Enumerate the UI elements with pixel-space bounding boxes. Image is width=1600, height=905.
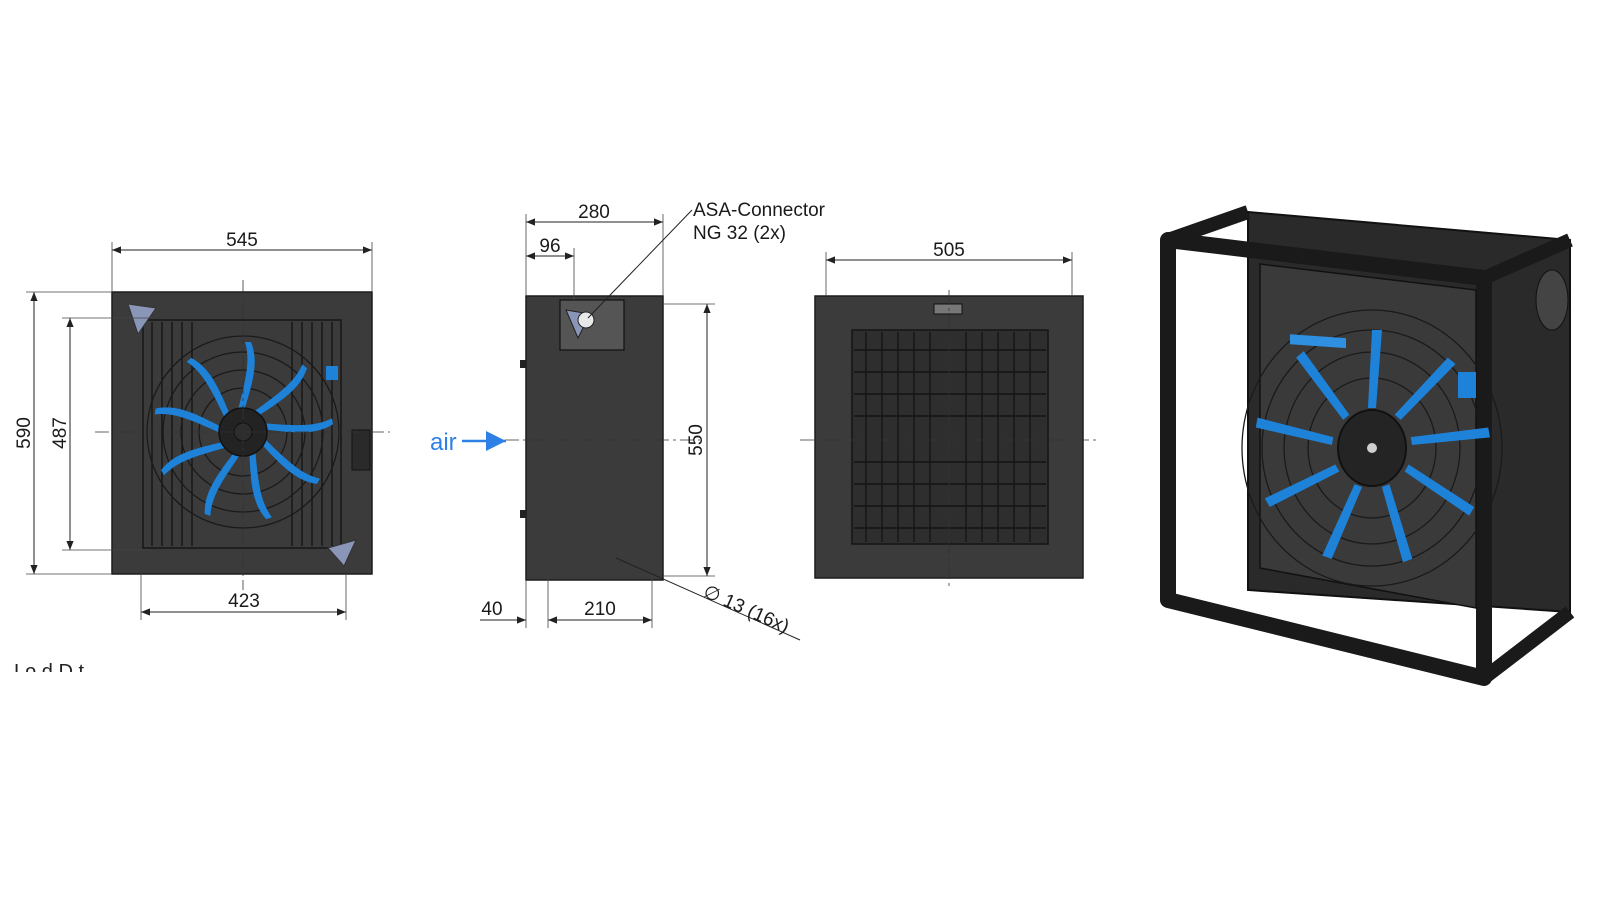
- hole-leader-line: [615, 557, 801, 641]
- dim-front-bottom-width: 423: [228, 591, 260, 612]
- connector-label-line1: ASA-Connector: [693, 200, 826, 221]
- front-corner-brackets: [127, 303, 371, 567]
- hole-diameter-label: ∅ 13 (16x): [700, 581, 792, 637]
- dim-front-height: 590: [14, 417, 35, 449]
- dim-side-bottom-spacing: 210: [584, 599, 616, 620]
- air-label: air: [430, 429, 457, 456]
- connector-label-line2: NG 32 (2x): [693, 223, 786, 244]
- dim-front-width: 545: [226, 230, 258, 251]
- connector-leader-line: [587, 209, 693, 319]
- front-view: 545 590 487 423: [14, 230, 390, 620]
- back-radiator-grid: [851, 329, 1049, 545]
- dim-side-offset: 96: [539, 236, 560, 257]
- dim-front-inner-height: 487: [50, 417, 71, 449]
- back-grid-lines: [854, 332, 1046, 542]
- dim-side-height: 550: [686, 424, 707, 456]
- render-blue-label: [1458, 372, 1476, 398]
- front-radiator-frame: [142, 319, 342, 549]
- isometric-render: [1160, 205, 1575, 686]
- side-view: air 280 96 ASA-Connector NG 32 (2x) 550 …: [430, 200, 826, 641]
- render-fan-blades: [1255, 330, 1490, 563]
- dim-side-depth: 280: [578, 202, 610, 223]
- back-view: 505: [800, 240, 1098, 590]
- fan-blades: [154, 342, 334, 520]
- dim-back-width: 505: [933, 240, 965, 261]
- dim-side-bottom-offset: 40: [481, 599, 502, 620]
